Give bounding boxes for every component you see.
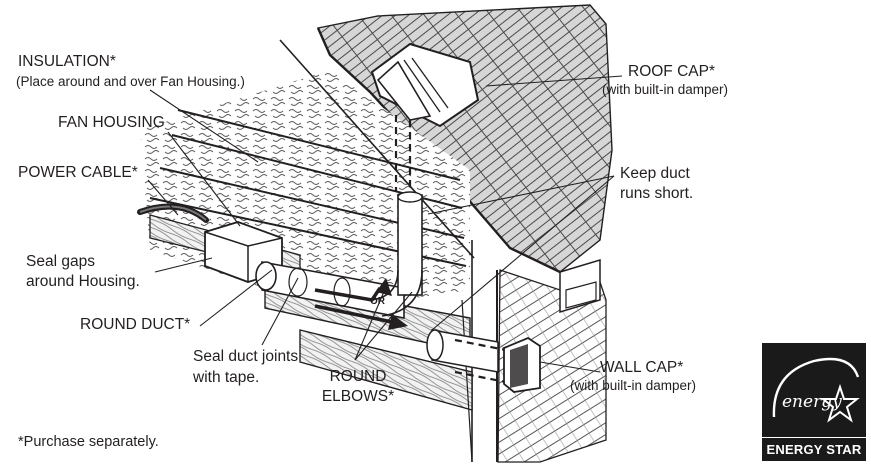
- vertical-duct: [371, 115, 423, 317]
- roof-cap-note: (with built-in damper): [602, 82, 729, 97]
- leader-lines: [147, 75, 623, 373]
- frame-lines: [279, 39, 475, 463]
- seal-gaps-line1: Seal gaps: [26, 253, 95, 270]
- or-label: OR: [370, 296, 385, 307]
- round-duct-label: ROUND DUCT*: [80, 316, 191, 333]
- keep-duct-line1: Keep duct: [620, 165, 690, 182]
- seal-joints-line2: with tape.: [193, 369, 260, 386]
- footnote: *Purchase separately.: [18, 434, 159, 450]
- wall-cap: [503, 336, 541, 393]
- seal-joints-line1: Seal duct joints: [193, 348, 299, 365]
- energy-star-label: ENERGY STAR: [762, 437, 866, 461]
- energy-star-logo: energy: [762, 343, 866, 461]
- wall-duct: [426, 329, 517, 386]
- energy-script-text: energy: [782, 392, 842, 412]
- seal-gaps-line2: around Housing.: [26, 273, 140, 290]
- fan-housing-label: FAN HOUSING: [58, 114, 165, 131]
- keep-duct-line2: runs short.: [620, 185, 694, 202]
- round-duct: [255, 261, 405, 319]
- round-elbows-line2: ELBOWS*: [321, 388, 395, 405]
- round-elbows-line1: ROUND: [329, 368, 387, 385]
- roof-fascia: [559, 258, 601, 314]
- wall-cap-label: WALL CAP*: [600, 359, 684, 376]
- roof-cap-label: ROOF CAP*: [628, 63, 715, 80]
- insulation-label: INSULATION*: [18, 53, 116, 70]
- insulation-note: (Place around and over Fan Housing.): [16, 74, 245, 89]
- power-cable-label: POWER CABLE*: [18, 164, 138, 181]
- wall-cap-note: (with built-in damper): [570, 378, 697, 393]
- airflow-arrows: [314, 278, 408, 330]
- roof-cap: [370, 42, 480, 128]
- power-cable: [137, 203, 209, 223]
- energy-star-icon: energy: [772, 357, 860, 423]
